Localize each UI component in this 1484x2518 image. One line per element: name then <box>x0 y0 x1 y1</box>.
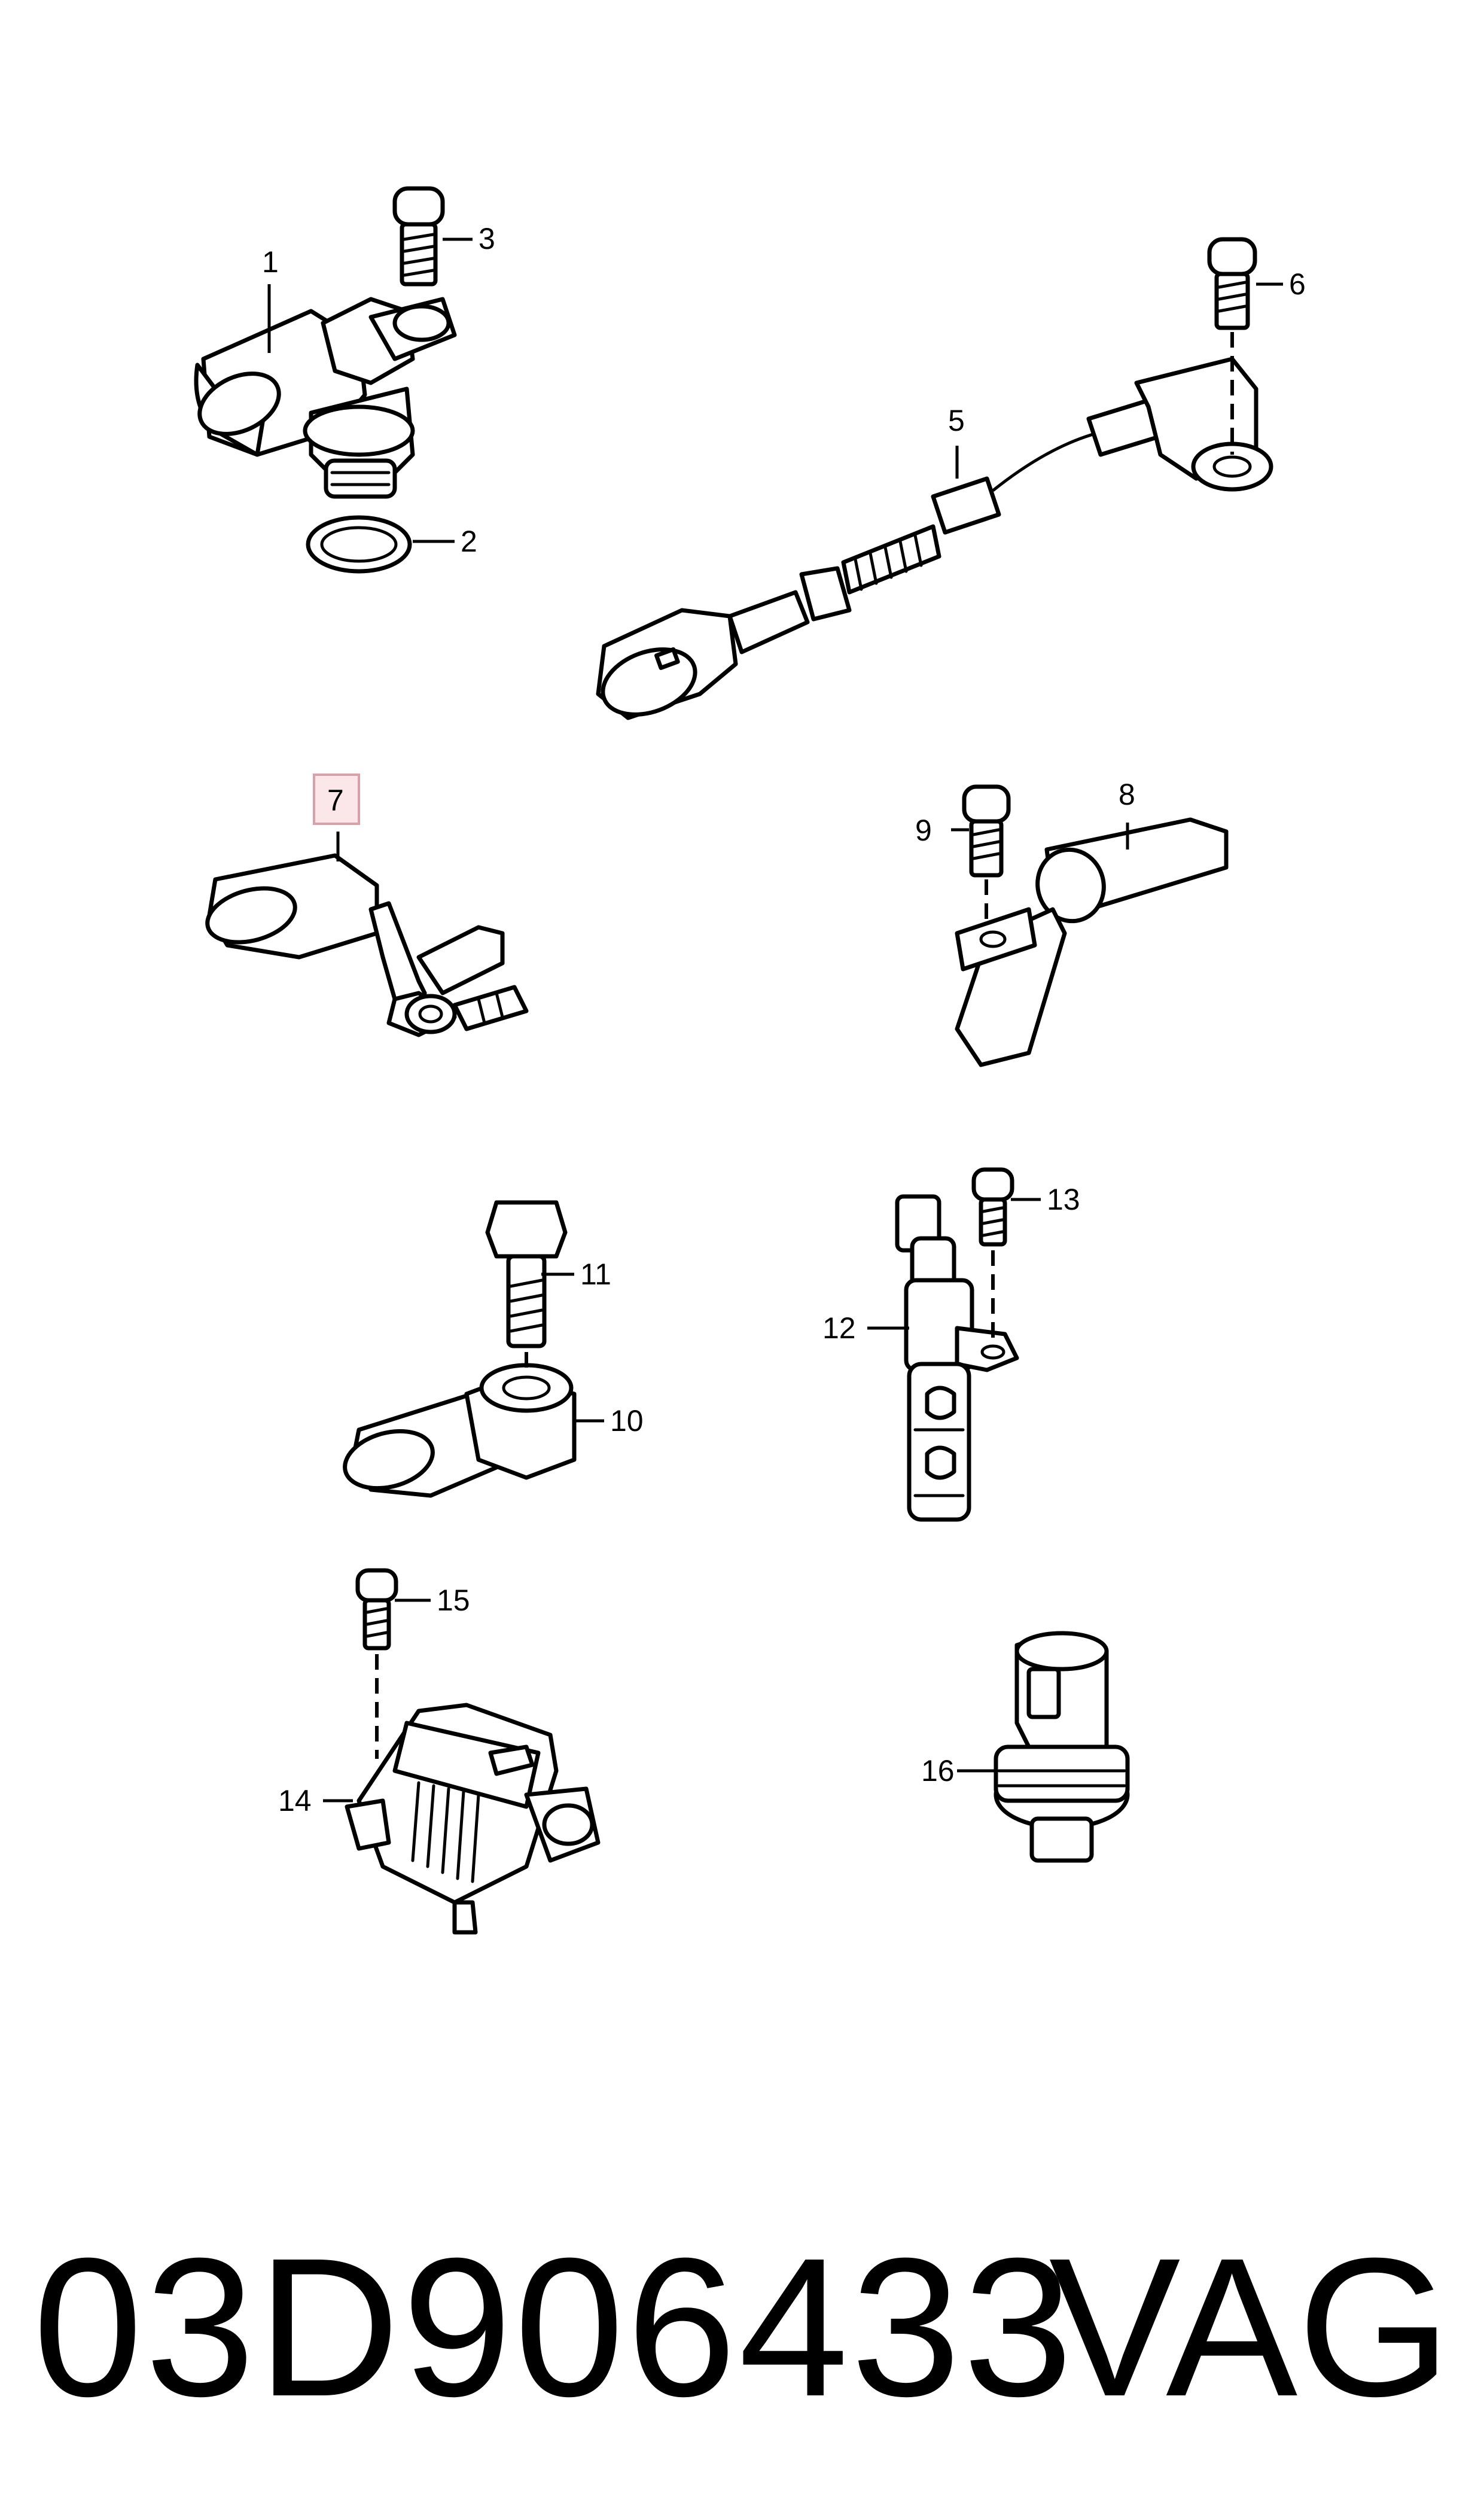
part-9-bolt <box>962 784 1011 927</box>
callout-1: 1 <box>262 245 279 279</box>
callout-9: 9 <box>915 814 932 847</box>
manufacturer-name: VAG <box>1049 2216 1451 2437</box>
part-3-bolt <box>392 186 445 287</box>
part-5-sensor-with-cable <box>596 357 1273 720</box>
part-11-bolt <box>485 1200 568 1376</box>
callout-2: 2 <box>461 525 477 558</box>
callout-3: 3 <box>479 222 495 255</box>
part-6-bolt <box>1207 237 1257 455</box>
callout-10: 10 <box>610 1404 644 1438</box>
callout-6: 6 <box>1289 267 1306 301</box>
callout-12: 12 <box>822 1311 856 1345</box>
callout-14: 14 <box>278 1784 312 1817</box>
callout-7-highlight <box>313 774 360 825</box>
callout-11: 11 <box>580 1258 611 1291</box>
part-12-solenoid-valve <box>895 1194 1019 1522</box>
callout-5: 5 <box>948 404 965 437</box>
callout-labels: 1 2 3 5 6 7 8 9 10 11 12 13 14 15 16 <box>262 222 1306 1817</box>
part-14-control-module <box>345 1703 601 1935</box>
callout-16: 16 <box>921 1754 955 1788</box>
callout-15: 15 <box>437 1584 470 1617</box>
footer: 03D906433 VAG <box>0 2213 1484 2441</box>
part-16-pressure-switch <box>994 1631 1130 1863</box>
part-13-bolt <box>971 1167 1014 1340</box>
part-8-speed-sensor <box>955 817 1229 1067</box>
part-number: 03D906433 <box>33 2216 1075 2437</box>
callout-8: 8 <box>1119 778 1135 811</box>
part-7-sensor-with-bracket <box>205 853 529 1037</box>
part-15-bolt <box>355 1568 398 1759</box>
part-2-o-ring <box>306 515 412 574</box>
part-10-sensor <box>343 1363 577 1498</box>
callout-7: 7 <box>327 784 344 817</box>
part-1-camshaft-sensor <box>194 297 457 499</box>
leader-lines <box>267 238 1283 1803</box>
callout-13: 13 <box>1047 1183 1080 1216</box>
